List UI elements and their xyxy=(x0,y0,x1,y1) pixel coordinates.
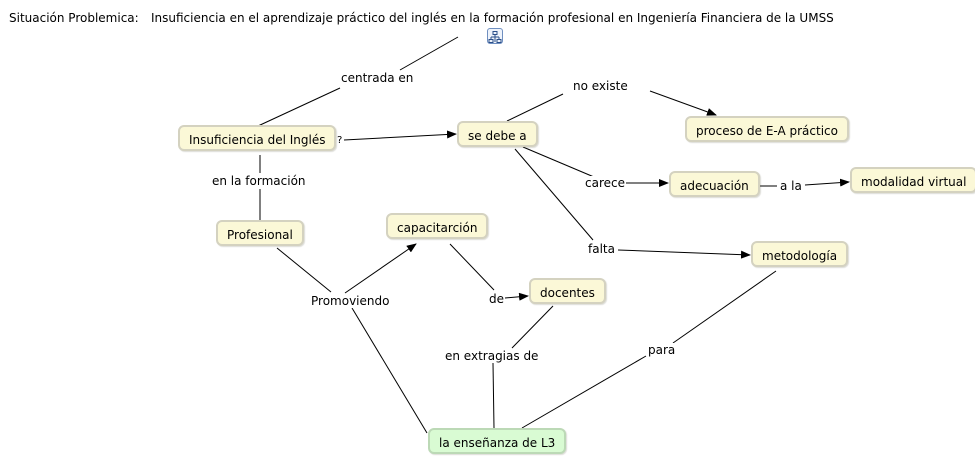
concept-ensenanza-l3[interactable]: la enseñanza de L3 xyxy=(428,428,567,454)
link-promoviendo[interactable]: Promoviendo xyxy=(310,294,391,308)
concept-profesional[interactable]: Profesional xyxy=(216,220,304,246)
line-metodologia-para xyxy=(672,270,777,344)
link-centrada-en[interactable]: centrada en xyxy=(340,71,415,85)
line-sedebe-falta xyxy=(514,148,594,241)
line-centrada-insuficiencia xyxy=(257,87,341,127)
link-falta[interactable]: falta xyxy=(587,242,616,256)
concept-proceso-ea-practico[interactable]: proceso de E-A práctico xyxy=(685,116,849,142)
concept-docentes[interactable]: docentes xyxy=(529,278,606,304)
line-noexiste-proceso xyxy=(649,90,717,116)
line-ala-modalidad xyxy=(804,178,850,187)
line-sedebe-noexiste xyxy=(506,93,564,122)
line-capacitacion-de xyxy=(449,243,495,291)
line-sedebe-carece xyxy=(522,146,595,178)
concept-modalidad-virtual[interactable]: modalidad virtual xyxy=(850,167,975,193)
link-carece[interactable]: carece xyxy=(584,176,626,190)
concept-map-icon[interactable] xyxy=(487,28,503,44)
problem-label: Situación Problemica: xyxy=(9,11,139,25)
line-promoviendo-ensenanza xyxy=(351,307,428,434)
link-question-mark: ? xyxy=(337,135,343,146)
line-de-docentes xyxy=(504,292,529,301)
link-para[interactable]: para xyxy=(647,343,677,357)
concept-insuficiencia-ingles[interactable]: Insuficiencia del Inglés xyxy=(178,125,337,151)
line-header-centrada xyxy=(399,36,459,71)
link-en-extragias-de[interactable]: en extragias de xyxy=(444,349,540,363)
concept-map-icon-glyph xyxy=(488,31,502,43)
concept-metodologia[interactable]: metodología xyxy=(751,241,849,267)
link-en-la-formacion[interactable]: en la formación xyxy=(211,174,307,188)
line-insuficiencia-sedebe xyxy=(343,130,457,141)
line-para-ensenanza xyxy=(521,355,647,429)
link-de[interactable]: de xyxy=(488,292,505,306)
link-no-existe[interactable]: no existe xyxy=(572,79,629,93)
concept-se-debe-a[interactable]: se debe a xyxy=(457,121,538,147)
line-falta-metodologia xyxy=(617,249,751,259)
concept-adecuacion[interactable]: adecuación xyxy=(669,171,760,197)
problem-title: Insuficiencia en el aprendizaje práctico… xyxy=(151,11,834,25)
line-extragias-ensenanza xyxy=(492,362,495,429)
line-profesional-promoviendo xyxy=(276,247,332,293)
line-promoviendo-capacitacion xyxy=(344,243,417,294)
line-docentes-extragias xyxy=(511,305,554,349)
concept-capacitacion[interactable]: capacitarción xyxy=(386,213,489,239)
link-a-la[interactable]: a la xyxy=(779,179,803,193)
